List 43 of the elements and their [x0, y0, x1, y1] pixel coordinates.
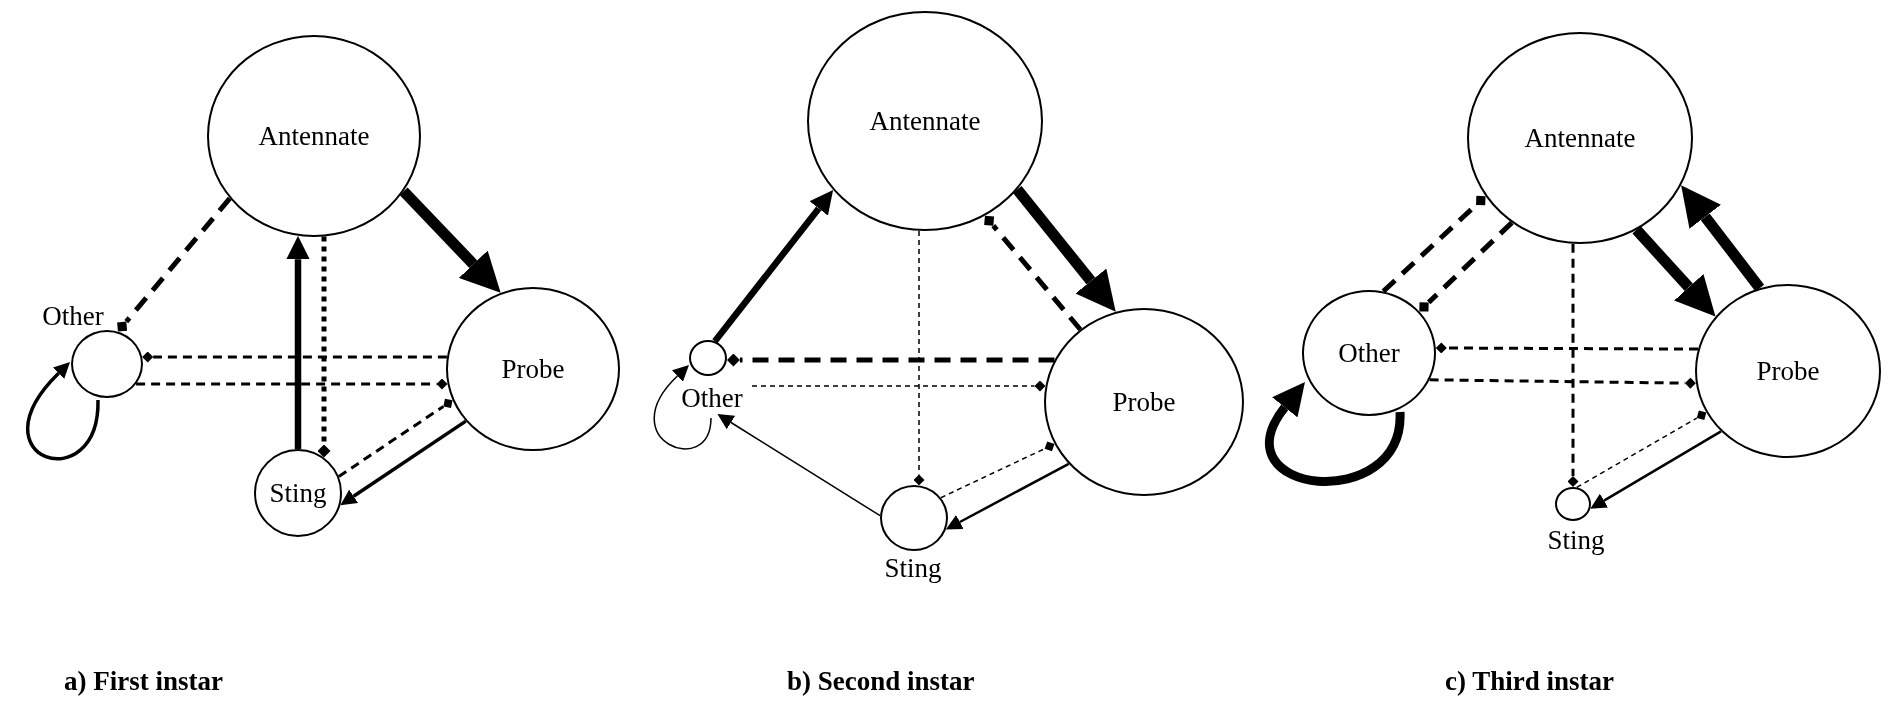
connector-line: [1419, 220, 1514, 312]
state-circle: Antennate: [207, 35, 421, 237]
state-circle: Probe: [446, 287, 620, 451]
arrow: [712, 189, 834, 344]
connector-line: [136, 378, 448, 390]
state-circle: Sting: [254, 449, 342, 537]
node-label: Sting: [1547, 526, 1605, 554]
arrow: [340, 419, 467, 506]
panel-caption: b) Second instar: [787, 668, 975, 695]
connector-line: [317, 236, 331, 458]
arrow: [1632, 226, 1716, 317]
connector-line: [1576, 410, 1707, 489]
arrow: [1590, 430, 1722, 509]
self-loop-arrow: [26, 361, 100, 461]
arrow: [717, 414, 881, 517]
panel-caption: c) Third instar: [1445, 668, 1614, 695]
state-circle: Other: [1302, 290, 1436, 416]
connector-line: [940, 441, 1055, 499]
connector-line: [117, 196, 232, 332]
connector-line: [1429, 377, 1696, 389]
connector-line: [751, 380, 1046, 392]
node-label: Other: [681, 384, 743, 412]
connector-line: [726, 353, 1055, 367]
arrow: [1681, 185, 1765, 292]
arrow: [399, 187, 501, 293]
connector-line: [1567, 243, 1579, 487]
node-label: Other: [42, 302, 104, 330]
state-circle: Antennate: [807, 11, 1043, 231]
node-label: Sting: [884, 554, 942, 582]
state-circle: Probe: [1695, 284, 1881, 458]
arrow: [945, 462, 1070, 530]
self-loop-arrow: [1265, 379, 1405, 486]
state-circle: Probe: [1044, 308, 1244, 496]
connector-line: [913, 230, 925, 486]
connector-line: [984, 215, 1083, 332]
connector-line: [337, 398, 453, 478]
panel-caption: a) First instar: [64, 668, 223, 695]
connector-line: [1435, 342, 1698, 354]
arrow: [1013, 186, 1116, 312]
state-circle: Antennate: [1467, 32, 1693, 244]
connector-line: [142, 351, 447, 363]
connector-line: [1381, 195, 1486, 294]
self-loop-arrow: [653, 363, 712, 450]
